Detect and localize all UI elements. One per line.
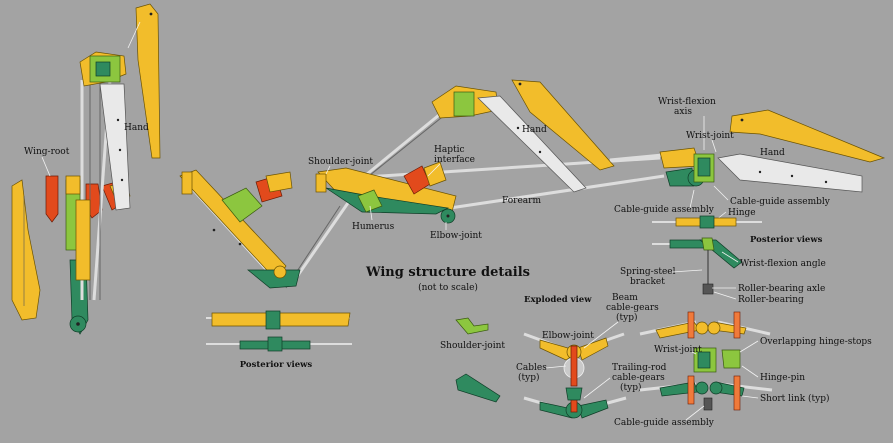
exploded-shoulder-joint: Shoulder-joint: [440, 317, 505, 351]
label-cables-2: (typ): [518, 372, 540, 383]
label-wrist-flexion-axis-2: axis: [674, 107, 692, 117]
label-shoulder-joint: Shoulder-joint: [308, 157, 373, 167]
label-wrist-flexion-angle: Wrist-flexion angle: [740, 259, 826, 269]
label-spring-steel-1: Spring-steel: [620, 267, 676, 277]
label-trailing-1: Trailing-rod: [612, 363, 667, 373]
label-roller-bearing: Roller-bearing: [738, 295, 804, 305]
label-posterior-views-left: Posterior views: [240, 360, 313, 370]
label-trailing-3: (typ): [620, 382, 642, 393]
label-cable-guide-right: Cable-guide assembly: [730, 197, 831, 207]
wing-root-assembly: [11, 175, 131, 335]
arm-mid: Hand: [315, 79, 665, 224]
label-elbow-joint-ex: Elbow-joint: [542, 331, 594, 341]
label-posterior-views-right: Posterior views: [750, 235, 823, 245]
label-short-link: Short link (typ): [760, 393, 830, 404]
label-hand-upper: Hand: [124, 123, 149, 133]
label-trailing-2: cable-gears: [612, 373, 665, 383]
diagram-title: Wing structure details: [365, 265, 530, 280]
label-hinge: Hinge: [728, 208, 756, 218]
raised-wing: Hand: [75, 3, 161, 301]
posterior-views-right: Posterior views: [652, 215, 823, 295]
posterior-views-left: Posterior views: [206, 310, 352, 370]
wrist-hand: Hand: [609, 109, 886, 193]
label-wrist-flexion-axis-1: Wrist-flexion: [658, 97, 716, 107]
label-elbow-joint: Elbow-joint: [430, 231, 482, 241]
label-beam-2: cable-gears: [606, 303, 659, 313]
label-haptic-2: interface: [434, 155, 475, 165]
label-hinge-pin: Hinge-pin: [760, 373, 805, 383]
label-hand-right: Hand: [760, 148, 785, 158]
label-hand-mid: Hand: [522, 125, 547, 135]
label-spring-steel-2: bracket: [630, 277, 665, 287]
label-overlapping-hinge-stops: Overlapping hinge-stops: [760, 337, 872, 347]
label-cables-1: Cables: [516, 363, 547, 373]
label-humerus: Humerus: [352, 222, 395, 232]
label-wrist-joint: Wrist-joint: [686, 131, 734, 141]
lowered-wing: [179, 169, 352, 289]
label-wrist-joint-ex: Wrist-joint: [654, 345, 702, 355]
label-beam-3: (typ): [616, 312, 638, 323]
exploded-wrist: [639, 311, 773, 411]
label-beam-1: Beam: [612, 293, 638, 303]
exploded-humerus-rod: [455, 373, 501, 403]
exploded-elbow: [523, 332, 627, 419]
label-cable-guide-bottom: Cable-guide assembly: [614, 418, 715, 428]
label-haptic-1: Haptic: [434, 145, 465, 155]
label-exploded-view: Exploded view: [524, 295, 592, 305]
label-wing-root: Wing-root: [24, 147, 70, 157]
diagram-subtitle: (not to scale): [418, 282, 478, 293]
label-roller-bearing-axle: Roller-bearing axle: [738, 284, 825, 294]
label-cable-guide-left: Cable-guide assembly: [614, 205, 715, 215]
label-forearm: Forearm: [502, 196, 541, 206]
label-shoulder-joint-ex: Shoulder-joint: [440, 341, 505, 351]
